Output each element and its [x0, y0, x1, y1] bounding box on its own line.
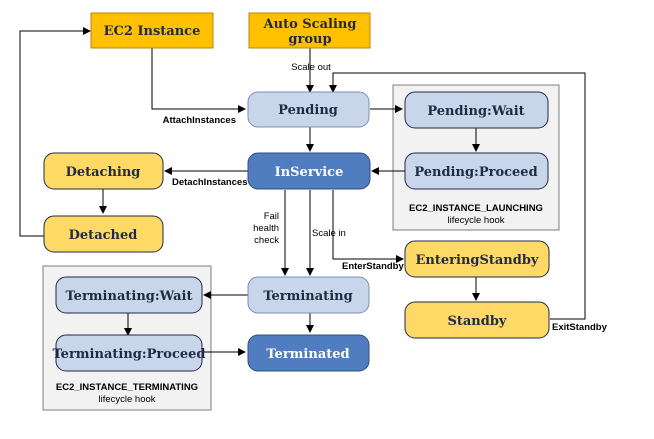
pending-proceed-label: Pending:Proceed: [414, 165, 537, 180]
launching-hook-name: EC2_INSTANCE_LAUNCHING: [409, 203, 543, 214]
standby-label: Standby: [447, 314, 506, 329]
node-pending-proceed: Pending:Proceed: [404, 152, 549, 190]
node-entering-standby: EnteringStandby: [404, 240, 550, 278]
edge-exit-standby: [329, 72, 586, 320]
asg-label-line2: group: [288, 32, 331, 47]
scale-in-label: Scale in: [312, 228, 346, 239]
scale-out-label: Scale out: [291, 62, 331, 73]
edge-enter-standby: [332, 190, 404, 263]
node-detaching: Detaching: [43, 152, 164, 190]
node-pending: Pending: [247, 91, 370, 128]
pending-wait-label: Pending:Wait: [427, 104, 524, 119]
launching-hook-sub: lifecycle hook: [447, 215, 504, 226]
terminating-label: Terminating: [263, 289, 352, 304]
terminating-proceed-label: Terminating:Proceed: [53, 347, 206, 362]
node-pending-wait: Pending:Wait: [404, 91, 549, 129]
fail-health-label-2: health: [253, 223, 279, 234]
entering-standby-label: EnteringStandby: [416, 253, 539, 268]
inservice-label: InService: [275, 165, 344, 180]
node-auto-scaling-group: Auto Scaling group: [248, 12, 371, 49]
terminating-wait-label: Terminating:Wait: [66, 289, 193, 304]
node-terminated: Terminated: [247, 334, 370, 372]
pending-label: Pending: [278, 103, 338, 118]
detach-instances-label: DetachInstances: [172, 177, 248, 188]
node-detached: Detached: [43, 215, 164, 253]
fail-health-label-3: check: [254, 235, 279, 246]
node-inservice: InService: [247, 152, 371, 190]
ec2-instance-label: EC2 Instance: [104, 24, 201, 39]
terminated-label: Terminated: [266, 347, 349, 362]
attach-instances-label: AttachInstances: [163, 115, 236, 126]
node-terminating: Terminating: [247, 276, 370, 314]
terminating-hook-name: EC2_INSTANCE_TERMINATING: [56, 382, 198, 393]
asg-label-line1: Auto Scaling: [263, 17, 357, 32]
node-ec2-instance: EC2 Instance: [90, 12, 214, 49]
edge-attach: [151, 48, 246, 113]
terminating-hook-sub: lifecycle hook: [98, 394, 155, 405]
edge-detached-ec2: [19, 27, 91, 237]
detached-label: Detached: [69, 228, 138, 243]
node-standby: Standby: [404, 301, 550, 339]
exit-standby-label: ExitStandby: [552, 322, 608, 333]
node-terminating-wait: Terminating:Wait: [55, 276, 203, 314]
enter-standby-label: EnterStandby: [342, 261, 404, 272]
detaching-label: Detaching: [66, 165, 141, 180]
node-terminating-proceed: Terminating:Proceed: [53, 334, 206, 372]
fail-health-label-1: Fail: [264, 211, 279, 222]
